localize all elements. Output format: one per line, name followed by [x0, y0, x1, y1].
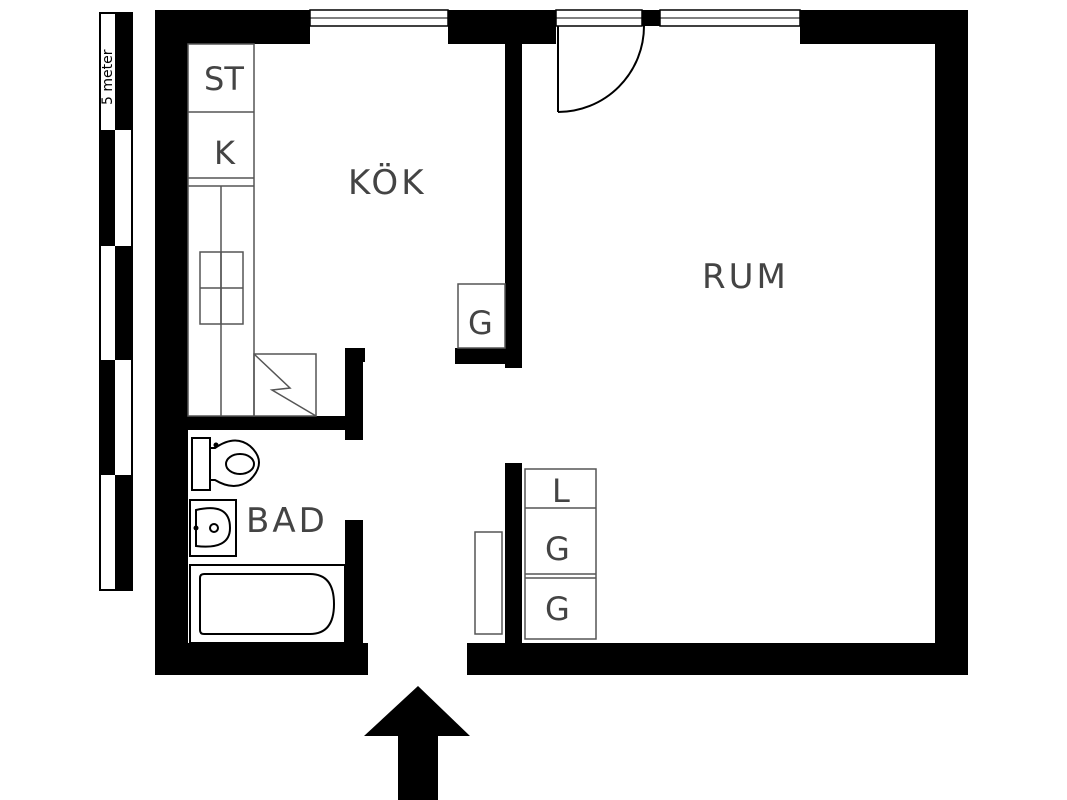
kitchen-sink-icon — [199, 251, 244, 325]
dishwasher-icon — [253, 353, 317, 417]
room-closets: L G G — [524, 468, 597, 640]
kitchen-counter: ST K — [187, 43, 317, 417]
room-label-bathroom: BAD — [246, 501, 328, 541]
bath-sink-icon — [189, 499, 237, 557]
interior-walls — [188, 40, 522, 643]
scale-segment-2 — [100, 130, 115, 246]
scale-label: 5 meter — [100, 49, 116, 105]
scale-bar: 5 meter — [99, 12, 133, 591]
kitchen-closet: G — [457, 283, 506, 349]
bathroom-fixtures — [189, 437, 346, 644]
windows — [309, 9, 801, 27]
hall-cabinet — [474, 531, 503, 635]
toilet-icon — [191, 437, 260, 491]
room-label-kitchen: KÖK — [348, 162, 427, 203]
kitchen-closet-label: G — [468, 304, 493, 342]
up-arrow-icon — [364, 686, 470, 800]
bathtub-icon — [189, 564, 346, 644]
scale-segment-5 — [115, 475, 132, 590]
fridge-label: K — [214, 134, 236, 172]
outer-walls — [155, 10, 968, 675]
scale-segment-1 — [115, 13, 132, 130]
scale-segment-3 — [115, 246, 132, 360]
closet-2-label: G — [545, 590, 570, 628]
stove-label: ST — [204, 60, 244, 98]
room-label-living-room: RUM — [702, 257, 789, 297]
linen-closet-label: L — [552, 472, 570, 510]
door-swing — [557, 25, 645, 113]
closet-1-label: G — [545, 530, 570, 568]
scale-segment-4 — [100, 360, 115, 475]
